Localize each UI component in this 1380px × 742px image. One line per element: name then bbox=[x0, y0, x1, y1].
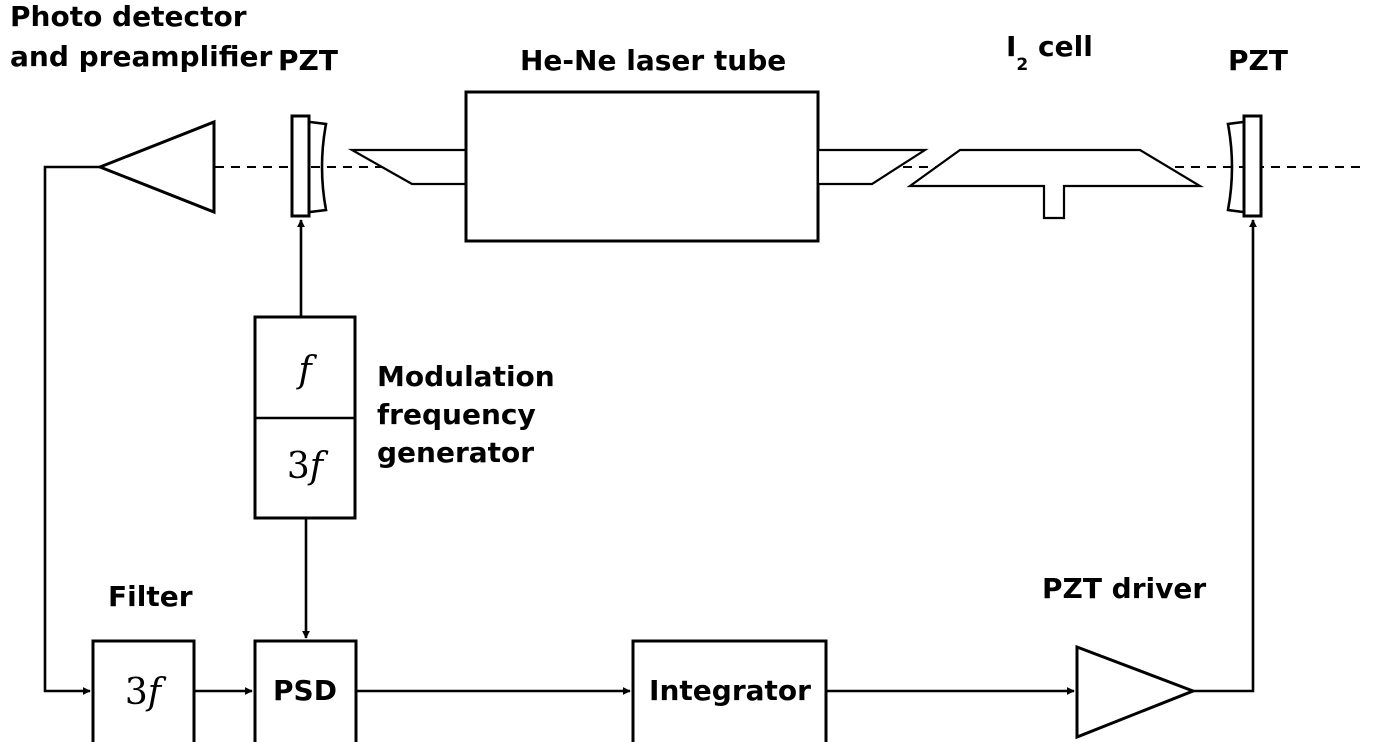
iodine-cell-label-sub: 2 bbox=[1016, 55, 1028, 75]
mod-gen-3f-num: 3 bbox=[287, 446, 310, 487]
psd-box bbox=[253, 639, 358, 742]
pzt-driver-label: PZT driver bbox=[1042, 572, 1206, 605]
mod-gen-label-1: Modulation bbox=[377, 360, 555, 393]
pzt-left-mirror bbox=[290, 114, 328, 218]
mod-gen-label-2: frequency bbox=[377, 398, 536, 431]
integrator-box bbox=[631, 639, 828, 742]
photo-detector-triangle bbox=[95, 119, 216, 215]
brewster-window-left bbox=[347, 148, 468, 186]
laser-tube-label: He-Ne laser tube bbox=[520, 44, 786, 77]
driver-to-pzt-right-path bbox=[1193, 219, 1257, 693]
integrator-label: Integrator bbox=[649, 674, 811, 707]
pzt-left-label: PZT bbox=[278, 44, 338, 77]
pzt-right-label: PZT bbox=[1228, 44, 1288, 77]
filter-box bbox=[91, 639, 196, 742]
mod-gen-3f: 3f bbox=[287, 446, 329, 487]
filter-3f: 3f bbox=[125, 672, 167, 713]
photo-detector-label: Photo detector bbox=[10, 0, 247, 33]
iodine-cell-label-rest: cell bbox=[1028, 30, 1093, 63]
filter-3f-num: 3 bbox=[125, 672, 148, 713]
detector-to-filter-path bbox=[43, 165, 100, 695]
psd-label: PSD bbox=[273, 674, 337, 707]
pzt-right-mirror bbox=[1226, 114, 1263, 218]
photo-detector-label-2: and preamplifier bbox=[10, 40, 273, 73]
filter-title: Filter bbox=[108, 580, 193, 613]
mod-gen-label-3: generator bbox=[377, 436, 534, 469]
iodine-cell bbox=[906, 148, 1204, 220]
iodine-cell-label: I2 cell bbox=[1006, 30, 1093, 75]
pzt-driver-triangle bbox=[1075, 644, 1198, 740]
laser-tube bbox=[464, 90, 820, 243]
brewster-window-right bbox=[816, 148, 929, 186]
iodine-cell-label-main: I bbox=[1006, 30, 1016, 63]
